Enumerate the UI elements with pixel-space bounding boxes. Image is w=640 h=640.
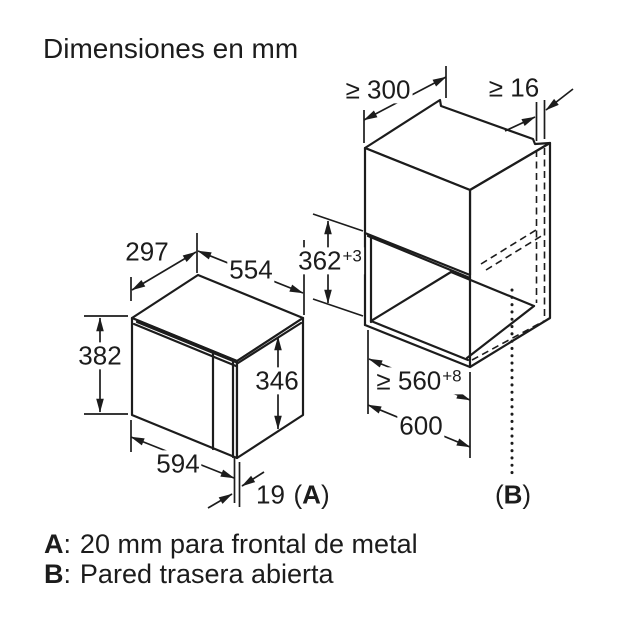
niche-floor-left-edge bbox=[369, 270, 453, 323]
tolerance-sup: +8 bbox=[442, 366, 462, 386]
clearance-leader-arrow bbox=[207, 493, 233, 509]
depth-dimension-line bbox=[131, 251, 197, 291]
cab-side-panel-label: ≥ 16 bbox=[486, 72, 542, 103]
page-title: Dimensiones en mm bbox=[43, 33, 299, 64]
legend-item-b: B:Pared trasera abierta bbox=[44, 559, 334, 589]
cabinet-bottom-front-edge bbox=[363, 323, 472, 369]
cab-niche-height-label: 362+3 bbox=[296, 245, 364, 276]
mw-front-clearance-label: 19(A) bbox=[256, 479, 330, 510]
mw-width-label: 554 bbox=[227, 254, 275, 285]
panel-leader-arrow bbox=[504, 116, 536, 132]
legend: A:20 mm para frontal de metal B:Pared tr… bbox=[44, 529, 418, 589]
mw-bottom-width-label: 594 bbox=[154, 448, 202, 479]
mw-height-label: 382 bbox=[76, 340, 124, 371]
niche-floor-right-edge bbox=[465, 304, 536, 360]
niche-floor-back-edge bbox=[449, 270, 536, 308]
hidden-back-edge bbox=[471, 320, 545, 361]
microwave-top-frame-line bbox=[135, 320, 303, 365]
cab-niche-width-label: ≥ 560+8 bbox=[374, 365, 464, 396]
cab-top-depth-label: ≥ 300 bbox=[343, 74, 413, 105]
cabinet-front-panel bbox=[363, 146, 472, 277]
mw-side-height-label: 346 bbox=[253, 365, 301, 396]
cabinet-front-panel-inner-line bbox=[366, 234, 472, 280]
clearance-leader-arrow bbox=[241, 471, 265, 487]
cab-width-label: 600 bbox=[397, 410, 445, 441]
cab-back-ref-label: (B) bbox=[494, 479, 532, 510]
legend-item-a: A:20 mm para frontal de metal bbox=[44, 529, 418, 559]
extension-line bbox=[312, 298, 364, 317]
extension-line bbox=[312, 213, 364, 232]
microwave-isometric-drawing bbox=[130, 273, 305, 460]
mw-depth-label: 297 bbox=[123, 236, 171, 267]
cabinet-isometric-drawing bbox=[363, 98, 552, 369]
niche-bottom-inner-edge bbox=[369, 319, 470, 362]
panel-leader-arrow bbox=[545, 88, 574, 111]
microwave-door-top-line bbox=[132, 322, 238, 368]
tolerance-sup: +3 bbox=[342, 246, 362, 266]
ref-a: (A) bbox=[293, 479, 330, 510]
